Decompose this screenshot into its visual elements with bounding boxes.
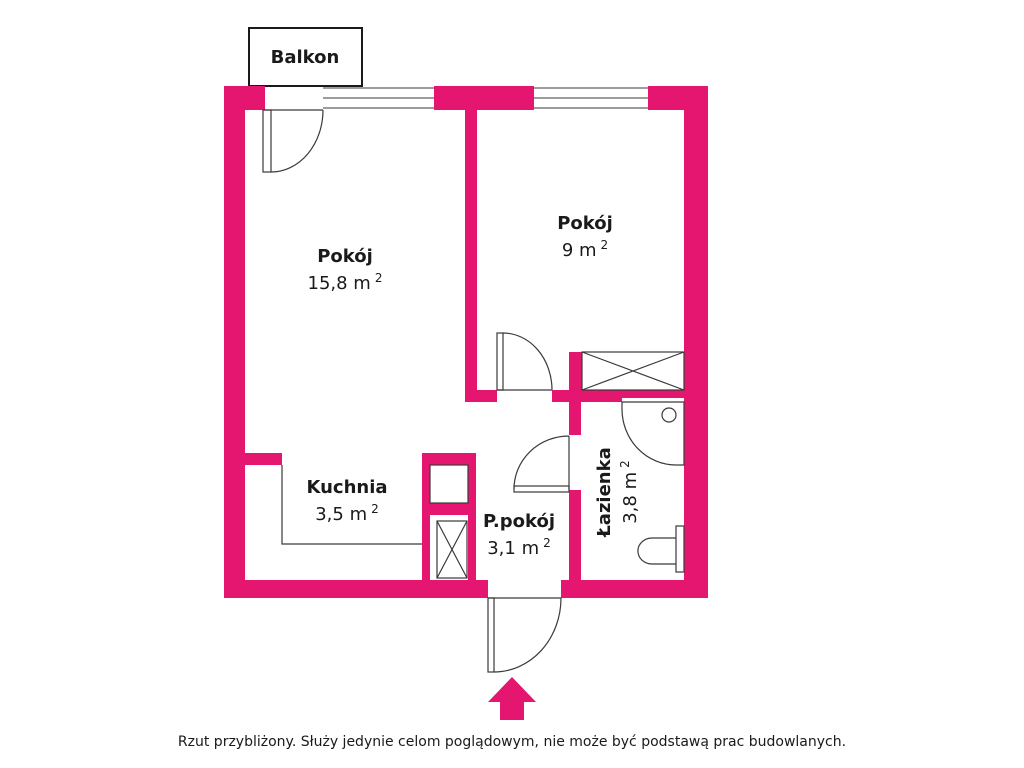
- area-superscript: 2: [375, 271, 383, 285]
- svg-text:3,8 m2: 3,8 m 2: [618, 460, 641, 524]
- windows: [323, 87, 648, 109]
- toilet: [637, 525, 685, 573]
- kitchen-counter: [281, 465, 422, 545]
- room-name: Kuchnia: [306, 477, 387, 498]
- shower: [621, 401, 685, 466]
- doors: [262, 109, 570, 673]
- svg-text:9 m2: 9 m 2: [562, 238, 608, 261]
- room-label-bedroom: Pokój 9 m 2: [557, 213, 613, 261]
- room-label-bathroom: Łazienka 3,8 m 2: [594, 447, 641, 538]
- area-superscript: 2: [371, 502, 379, 516]
- room-area: 9 m: [562, 240, 597, 261]
- svg-text:15,8 m2: 15,8 m 2: [308, 271, 383, 294]
- interior-walls: [245, 107, 686, 582]
- room-name: P.pokój: [483, 511, 555, 532]
- area-superscript: 2: [543, 536, 551, 550]
- svg-text:3,5 m2: 3,5 m 2: [315, 502, 379, 525]
- balcony: [248, 27, 363, 87]
- room-label-living: Pokój 15,8 m 2: [308, 246, 383, 294]
- room-name: Łazienka: [594, 447, 615, 538]
- hallway-closet: [436, 520, 468, 579]
- svg-text:3,1 m2: 3,1 m 2: [487, 536, 551, 559]
- room-label-hallway: P.pokój 3,1 m 2: [483, 511, 555, 559]
- room-label-kitchen: Kuchnia 3,5 m 2: [306, 477, 387, 525]
- room-area: 3,1 m: [487, 538, 539, 559]
- room-name: Pokój: [317, 246, 373, 267]
- room-area: 15,8 m: [308, 273, 371, 294]
- area-superscript: 2: [618, 460, 632, 468]
- bedroom-closet: [581, 351, 685, 391]
- disclaimer-caption: Rzut przybliżony. Służy jedynie celom po…: [177, 734, 847, 750]
- exterior-walls: [224, 86, 708, 598]
- area-superscript: 2: [601, 238, 609, 252]
- room-area: 3,5 m: [315, 504, 367, 525]
- room-area: 3,8 m: [620, 472, 641, 524]
- balcony-label: Balkon: [271, 47, 340, 68]
- entrance-arrow-icon: [488, 677, 536, 720]
- room-name: Pokój: [557, 213, 613, 234]
- fridge: [429, 464, 469, 504]
